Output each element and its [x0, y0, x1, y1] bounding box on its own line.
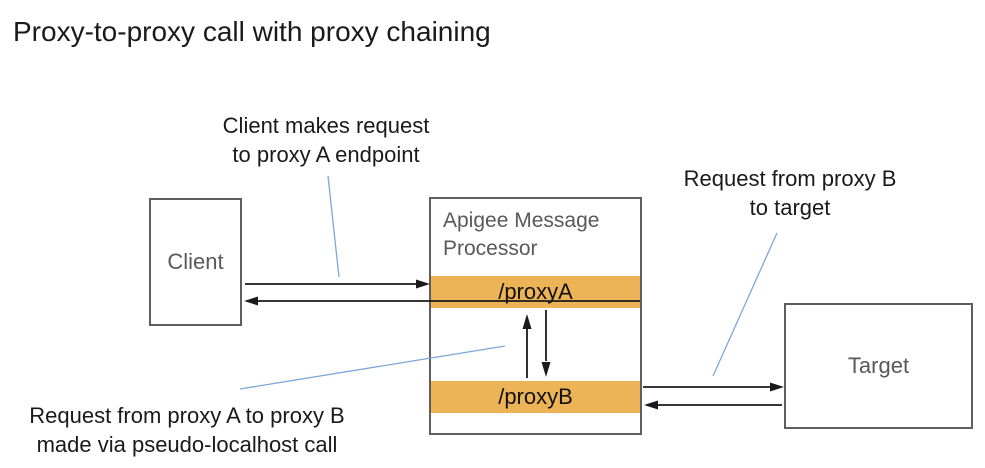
client-box: Client: [149, 198, 242, 326]
arrowhead-client-to-proxya: [416, 279, 430, 289]
annotation-line: to proxy A endpoint: [232, 142, 420, 167]
target-label: Target: [847, 353, 910, 378]
proxy-a-endpoint-bar: /proxyA: [431, 276, 640, 308]
arrowhead-proxya-to-client: [244, 296, 258, 306]
annotation-client-request: Client makes request to proxy A endpoint: [166, 111, 486, 169]
leader-proxyb-to-target: [712, 232, 778, 377]
target-box: Target: [784, 303, 973, 429]
annotation-proxyb-to-target: Request from proxy B to target: [630, 164, 950, 222]
apigee-message-processor-box: Apigee Message Processor /proxyA /proxyB: [429, 197, 642, 435]
annotation-line: to target: [749, 195, 831, 220]
leader-client-request: [327, 175, 340, 278]
proxy-b-endpoint-bar: /proxyB: [431, 381, 640, 413]
client-label: Client: [167, 249, 224, 274]
diagram-title: Proxy-to-proxy call with proxy chaining: [13, 16, 491, 47]
annotation-line: Request from proxy B: [683, 166, 897, 191]
arrowhead-target-to-proxyb: [644, 400, 658, 410]
apigee-processor-title: Apigee Message Processor: [443, 209, 600, 260]
arrowhead-proxyb-to-target: [770, 382, 784, 392]
annotation-proxya-to-proxyb: Request from proxy A to proxy B made via…: [7, 401, 367, 459]
annotation-line: Client makes request: [222, 113, 430, 138]
annotation-line: Request from proxy A to proxy B: [29, 403, 345, 428]
annotation-line: made via pseudo-localhost call: [36, 432, 338, 457]
